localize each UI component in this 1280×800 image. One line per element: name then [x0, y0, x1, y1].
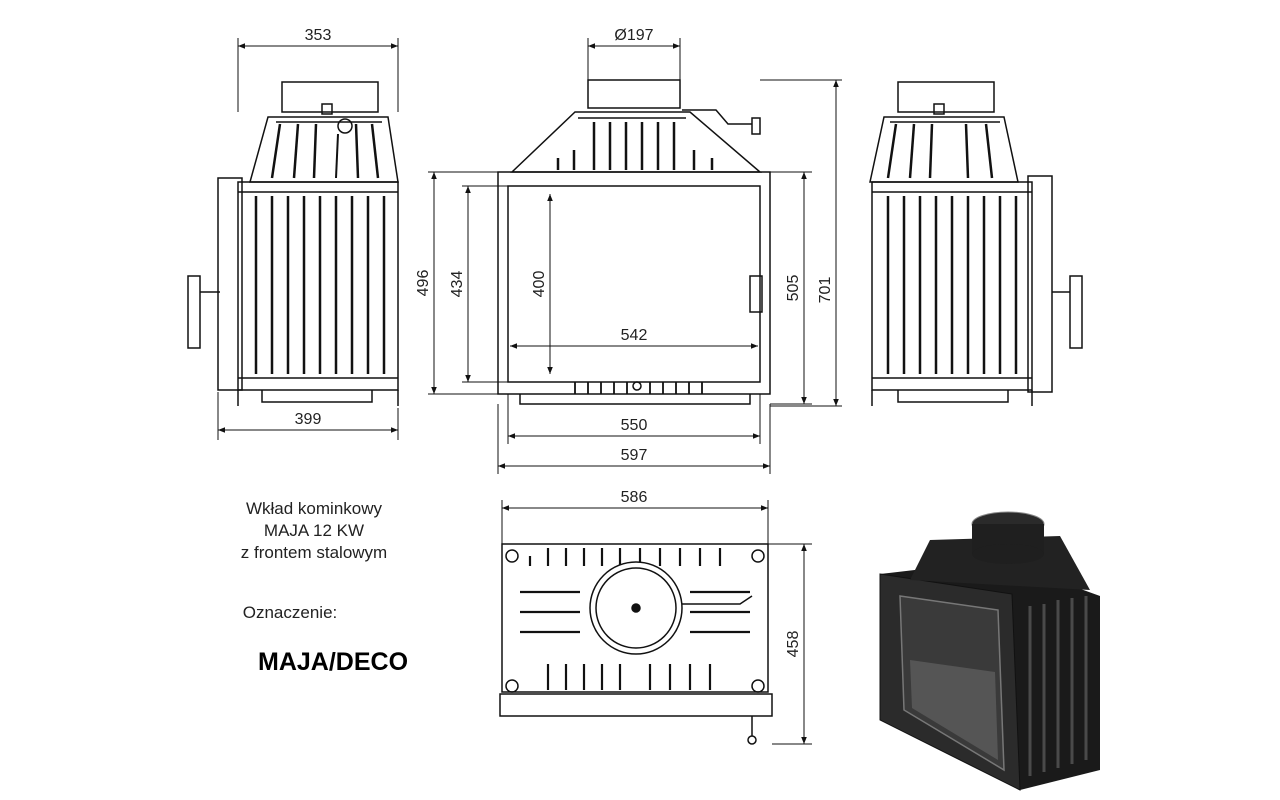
dim-side-width-top: 353 [305, 27, 332, 44]
dim-top-depth: 458 [785, 631, 802, 658]
dim-flue-diameter: Ø197 [614, 27, 653, 44]
dim-front-height-inner: 434 [449, 271, 466, 298]
front-view [497, 79, 771, 405]
dim-front-height-outer: 496 [415, 270, 432, 297]
dimension-lines [217, 38, 842, 745]
dim-total-height: 701 [817, 277, 834, 304]
dim-glass-width: 542 [621, 327, 648, 344]
right-side-view [869, 81, 1083, 406]
caption-line-3: z frontem stalowym [240, 543, 388, 562]
left-side-view [187, 81, 399, 406]
dim-overall-width: 597 [621, 447, 648, 464]
isometric-view [879, 511, 1100, 791]
dim-side-depth-bottom: 399 [295, 411, 322, 428]
dim-frame-width: 550 [621, 417, 648, 434]
dim-body-height: 505 [785, 275, 802, 302]
dim-glass-height: 400 [531, 271, 548, 298]
caption-line-2: MAJA 12 KW [263, 521, 365, 540]
designation-label: Oznaczenie: [242, 603, 338, 622]
product-caption: Wkład kominkowy MAJA 12 KW z frontem sta… [196, 498, 432, 564]
dim-top-width: 586 [621, 489, 648, 506]
top-view [499, 543, 773, 745]
caption-line-1: Wkład kominkowy [245, 499, 383, 518]
designation-code: MAJA/DECO [258, 648, 409, 676]
